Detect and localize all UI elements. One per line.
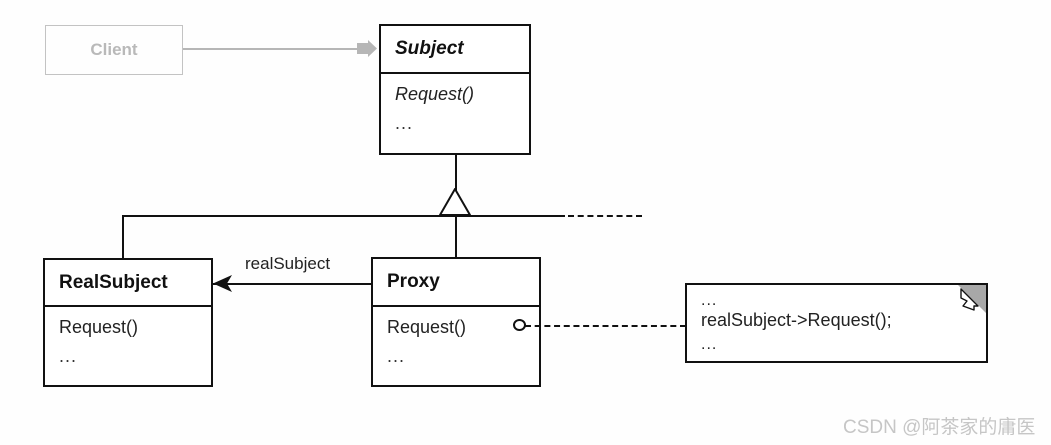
association-label-realsubject: realSubject: [245, 254, 331, 273]
operation-proxy-request: Request(): [387, 317, 467, 337]
watermark-text: CSDN @阿茶家的庸医: [843, 417, 1036, 438]
operation-realsubject-ellipsis: ...: [59, 346, 78, 366]
note-line-ellipsis-top: ...: [701, 292, 718, 309]
class-header-realsubject: RealSubject: [45, 260, 211, 305]
generalization-crossbar-dashed-extension: [568, 215, 642, 217]
generalization-triangle-icon: [438, 186, 472, 216]
arrowhead-client-to-subject: [357, 40, 377, 57]
class-box-proxy[interactable]: Proxy Request() ...: [371, 257, 541, 387]
generalization-branch-proxy: [455, 215, 457, 258]
class-name-client: Client: [90, 40, 138, 59]
note-box-proxy-request-body[interactable]: ... realSubject->Request(); ...: [685, 283, 988, 363]
connector-proxy-request-to-note: [525, 325, 686, 327]
operation-subject-ellipsis: ...: [395, 113, 414, 133]
operation-proxy-ellipsis: ...: [387, 346, 406, 366]
note-line-ellipsis-bottom: ...: [701, 336, 718, 353]
arrowhead-proxy-to-realsubject: [213, 275, 232, 292]
class-header-proxy: Proxy: [373, 259, 539, 305]
class-box-realsubject[interactable]: RealSubject Request() ...: [43, 258, 213, 387]
connector-client-to-subject: [183, 48, 358, 50]
class-operations-realsubject: Request() ...: [45, 305, 211, 385]
class-box-subject[interactable]: Subject Request() ...: [379, 24, 531, 155]
generalization-stem: [455, 155, 457, 191]
generalization-branch-realsubject: [122, 215, 124, 259]
class-header-subject: Subject: [381, 26, 529, 72]
generalization-crossbar: [122, 215, 565, 217]
connector-proxy-to-realsubject: [213, 283, 371, 285]
operation-realsubject-request: Request(): [59, 317, 139, 337]
class-operations-proxy: Request() ...: [373, 305, 539, 385]
class-operations-subject: Request() ...: [381, 72, 529, 153]
class-name-realsubject: RealSubject: [59, 271, 168, 293]
note-line-code: realSubject->Request();: [701, 310, 892, 330]
class-box-client[interactable]: Client: [45, 25, 183, 75]
class-name-subject: Subject: [395, 38, 464, 59]
operation-subject-request: Request(): [395, 84, 475, 104]
class-name-proxy: Proxy: [387, 271, 440, 292]
